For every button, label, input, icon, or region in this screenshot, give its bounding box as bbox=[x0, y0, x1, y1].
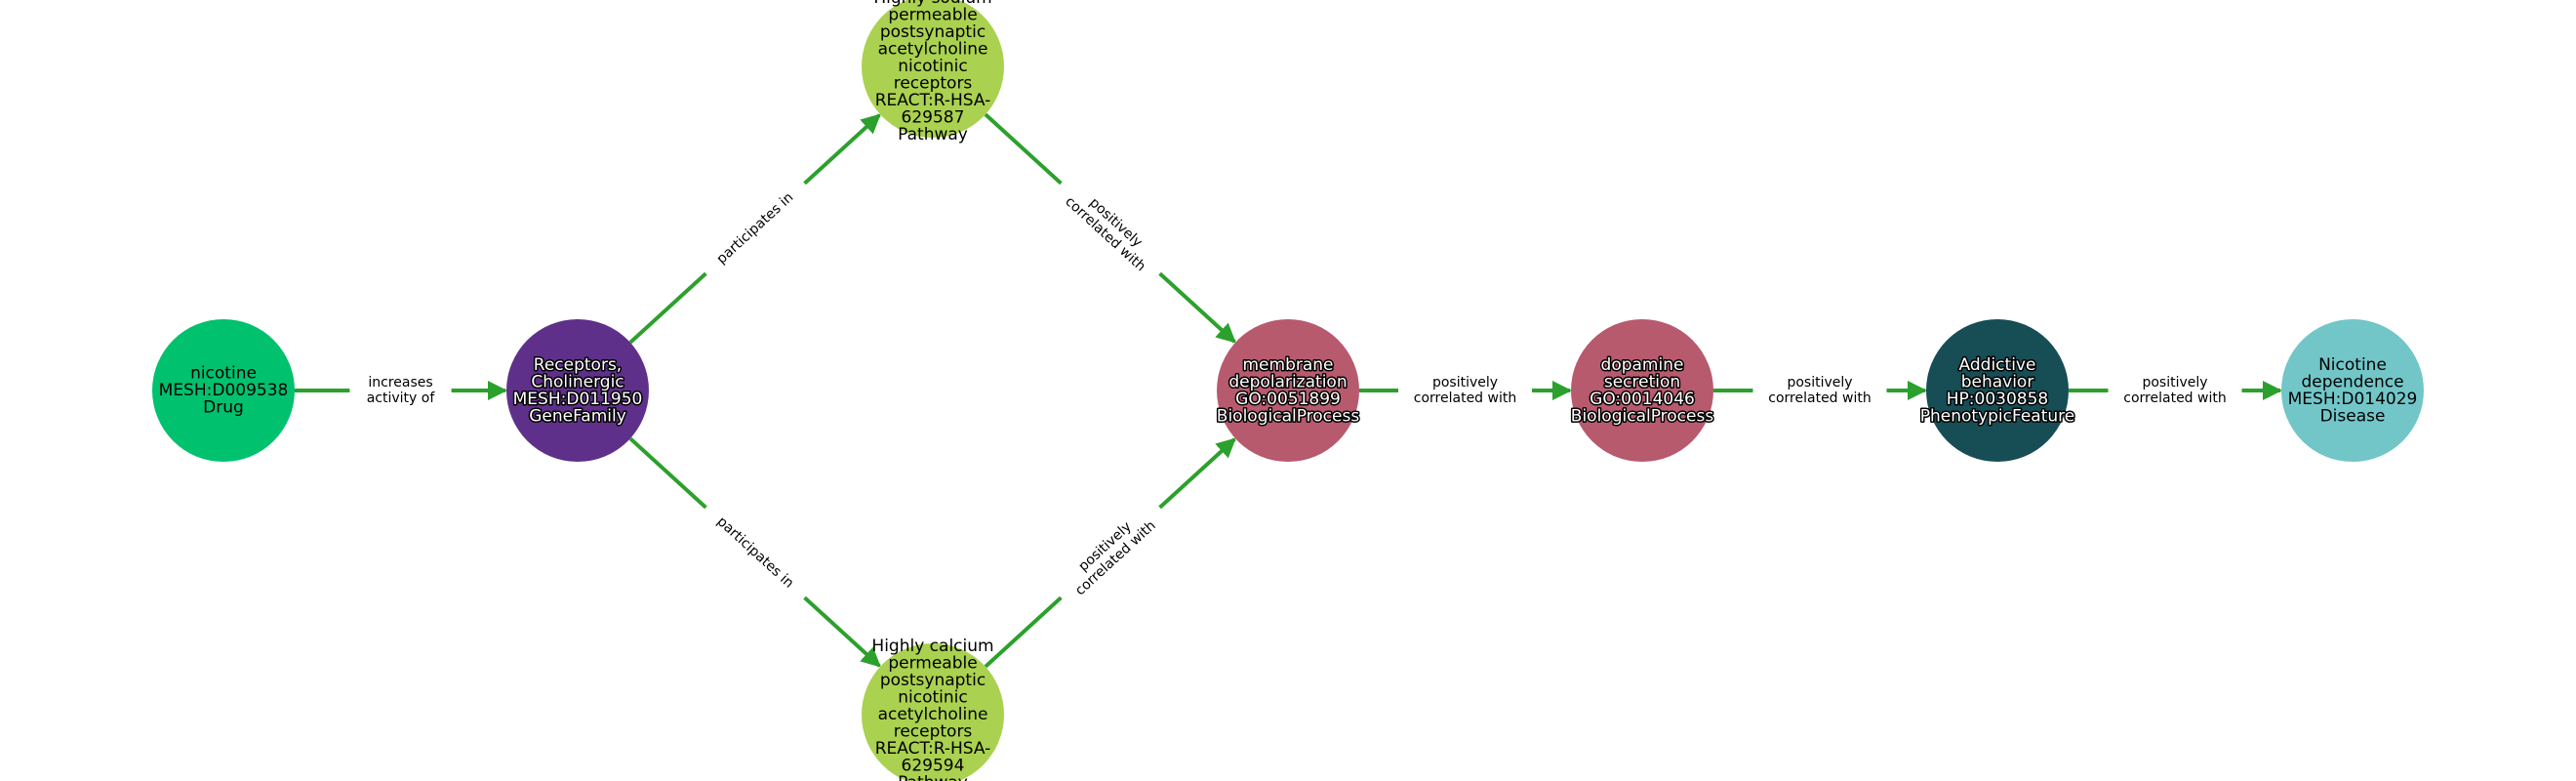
edge-label-line: correlated with bbox=[1768, 390, 1871, 406]
node-label-line: permeable bbox=[888, 6, 977, 25]
edge-label-line: positively bbox=[2142, 375, 2207, 390]
node-membrane[interactable]: membranedepolarizationGO:0051899Biologic… bbox=[1215, 319, 1361, 462]
node-calcium[interactable]: Highly calciumpermeablepostsynapticnicot… bbox=[862, 637, 1004, 781]
edge-label-line: positively bbox=[1432, 375, 1498, 390]
node-circle[interactable] bbox=[2281, 319, 2424, 462]
node-label-line: BiologicalProcess bbox=[1217, 406, 1360, 426]
edge-label-background bbox=[349, 372, 452, 409]
node-label-line: Drug bbox=[203, 398, 244, 418]
node-circle[interactable] bbox=[1571, 319, 1713, 462]
node-label-line: 629587 bbox=[902, 108, 965, 128]
node-label-line: PhenotypicFeature bbox=[1920, 406, 2075, 426]
node-label-line: REACT:R-HSA- bbox=[875, 739, 991, 759]
node-dopamine[interactable]: dopaminesecretionGO:0014046BiologicalPro… bbox=[1569, 319, 1715, 462]
node-label-line: REACT:R-HSA- bbox=[875, 91, 991, 110]
node-label-line: postsynaptic bbox=[880, 671, 986, 690]
edge-label-background bbox=[2108, 372, 2242, 409]
node-label-line: nicotinic bbox=[898, 688, 967, 708]
node-label-line: Addictive bbox=[1959, 355, 2036, 375]
node-addictive[interactable]: AddictivebehaviorHP:0030858PhenotypicFea… bbox=[1918, 319, 2076, 462]
node-receptors[interactable]: Receptors,CholinergicMESH:D011950GeneFam… bbox=[506, 319, 649, 462]
edge-label-line: correlated with bbox=[1414, 390, 1516, 406]
node-label-line: Pathway bbox=[898, 773, 968, 781]
node-label-line: Highly sodium bbox=[873, 0, 991, 8]
edge-label-line: participates in bbox=[714, 514, 797, 591]
node-label-line: acetylcholine bbox=[878, 705, 988, 724]
node-label-line: acetylcholine bbox=[878, 40, 988, 60]
node-label-line: MESH:D014029 bbox=[2288, 390, 2418, 409]
node-label-line: MESH:D011950 bbox=[513, 390, 643, 409]
edge-label-line: participates in bbox=[714, 189, 797, 267]
edge-label-line: activity of bbox=[367, 390, 436, 406]
node-label-line: behavior bbox=[1961, 372, 2034, 391]
node-label-line: receptors bbox=[894, 74, 973, 94]
node-label-line: dopamine bbox=[1601, 355, 1684, 375]
edge-label-background bbox=[1048, 493, 1173, 612]
node-circle[interactable] bbox=[862, 0, 1004, 138]
edge-label-background bbox=[1398, 372, 1532, 409]
node-label-line: membrane bbox=[1242, 355, 1333, 375]
edge-label-line: positively bbox=[1787, 375, 1852, 390]
node-label-line: BiologicalProcess bbox=[1571, 406, 1714, 426]
node-label-line: Highly calcium bbox=[871, 637, 993, 656]
edge-label-background bbox=[698, 175, 813, 282]
node-label-line: GO:0014046 bbox=[1590, 390, 1695, 409]
node-label-line: GO:0051899 bbox=[1235, 390, 1341, 409]
node-label-line: Cholinergic bbox=[531, 372, 624, 391]
node-label-line: depolarization bbox=[1228, 372, 1347, 391]
node-circle[interactable] bbox=[152, 319, 295, 462]
edge-label-background bbox=[1752, 372, 1887, 409]
node-circle[interactable] bbox=[1217, 319, 1359, 462]
node-label-line: Disease bbox=[2320, 406, 2386, 426]
edge-label-line: increases bbox=[368, 375, 432, 390]
node-label-line: Pathway bbox=[898, 125, 968, 144]
edge-label-receptors-to-sodium: participates in bbox=[698, 175, 813, 282]
node-label-line: MESH:D009538 bbox=[159, 381, 289, 400]
node-label-line: nicotinic bbox=[898, 57, 967, 76]
node-label-line: Nicotine bbox=[2318, 355, 2387, 375]
node-circle[interactable] bbox=[506, 319, 649, 462]
node-label-line: nicotine bbox=[190, 364, 257, 384]
node-label-line: 629594 bbox=[902, 757, 965, 776]
node-label-line: HP:0030858 bbox=[1947, 390, 2048, 409]
edge-label-background bbox=[1048, 169, 1173, 288]
edge-label-receptors-to-calcium: participates in bbox=[698, 499, 813, 606]
node-label-line: postsynaptic bbox=[880, 22, 986, 42]
node-circle[interactable] bbox=[862, 643, 1004, 781]
node-label-line: permeable bbox=[888, 654, 977, 674]
edge-label-background bbox=[698, 499, 813, 606]
edge-label-line: correlated with bbox=[2123, 390, 2226, 406]
node-label-line: Receptors, bbox=[534, 355, 622, 375]
node-label-line: receptors bbox=[894, 722, 973, 742]
node-label-line: GeneFamily bbox=[529, 406, 626, 426]
node-circle[interactable] bbox=[1926, 319, 2069, 462]
node-label-line: secretion bbox=[1604, 372, 1680, 391]
node-label-line: dependence bbox=[2301, 372, 2403, 391]
node-sodium[interactable]: Highly sodiumpermeablepostsynapticacetyl… bbox=[862, 0, 1004, 144]
